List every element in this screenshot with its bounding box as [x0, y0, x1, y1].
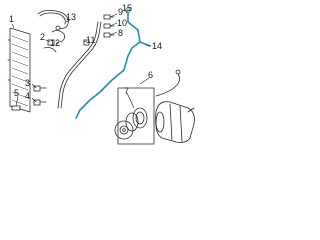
- clutch-parts-box: [114, 87, 155, 145]
- callout-8: 8: [118, 28, 123, 38]
- callout-13: 13: [66, 12, 76, 22]
- hose-upper: [37, 10, 69, 31]
- callout-6: 6: [148, 70, 153, 80]
- leader-lines: [11, 9, 152, 109]
- callout-2: 2: [40, 32, 45, 42]
- compressor-wire: [155, 69, 181, 97]
- condenser: [7, 27, 31, 113]
- callout-7: 7: [124, 86, 129, 96]
- callout-15: 15: [122, 3, 132, 13]
- callout-11: 11: [86, 35, 95, 45]
- callout-5: 5: [14, 88, 19, 98]
- clip-parts: [43, 30, 90, 53]
- callout-3: 3: [25, 78, 30, 88]
- pipe-main: [57, 21, 102, 109]
- compressor: [155, 101, 195, 143]
- callout-9: 9: [118, 7, 123, 17]
- callout-10: 10: [117, 18, 127, 28]
- callout-14: 14: [152, 41, 162, 51]
- callout-12: 12: [50, 38, 60, 48]
- highlighted-hose-assembly: [75, 7, 151, 119]
- callout-1: 1: [9, 14, 14, 24]
- callout-4: 4: [25, 91, 30, 101]
- ac-system-parts-diagram: 1 2 3 4 5 6 7 8 9 10 11 12 13 14 15: [7, 3, 195, 145]
